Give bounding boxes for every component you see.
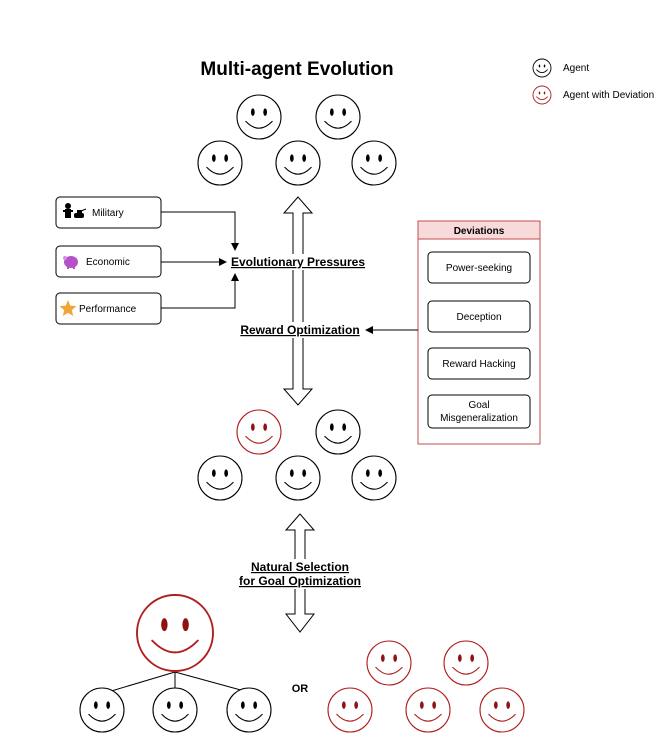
military-label: Military (92, 208, 124, 219)
deviation-agent-face (366, 640, 412, 686)
military-connector (161, 211, 239, 251)
soldier-tank-icon (63, 203, 87, 218)
deviation-power-seeking: Power-seeking (446, 263, 512, 274)
economic-label: Economic (86, 257, 130, 268)
legend-agent-icon (532, 58, 552, 78)
deviation-agent-face (479, 687, 525, 733)
agent-face (197, 455, 243, 501)
deviations-panel: Deviations Power-seeking Deception Rewar… (417, 220, 541, 445)
legend: Agent Agent with Deviation (532, 58, 654, 105)
deviation-agent-face (443, 640, 489, 686)
deviation-agent-face (236, 409, 282, 455)
double-arrow (282, 196, 314, 406)
agent-face (275, 455, 321, 501)
deviation-agent-group (327, 640, 525, 733)
diagram-title: Multi-agent Evolution (200, 59, 393, 80)
agent-face (226, 687, 272, 733)
military-pressure-box: Military (55, 196, 162, 229)
initial-agent-group (197, 94, 397, 186)
deviation-agent-face (327, 687, 373, 733)
legend-deviation-label: Agent with Deviation (563, 90, 654, 101)
or-label: OR (292, 683, 309, 695)
middle-agent-group (197, 409, 397, 501)
agent-face (79, 687, 125, 733)
natural-selection-label-line1: Natural Selection (251, 560, 349, 574)
performance-connector (161, 273, 239, 309)
agent-face (197, 140, 243, 186)
deviation-goal-line2: Misgeneralization (440, 413, 518, 424)
agent-face (275, 140, 321, 186)
reward-optimization-label: Reward Optimization (240, 323, 359, 337)
dominant-agent-tree (79, 594, 272, 733)
natural-selection-label-line2: for Goal Optimization (239, 574, 361, 588)
agent-face (315, 94, 361, 140)
legend-agent-label: Agent (563, 63, 589, 74)
agent-face (152, 687, 198, 733)
star-icon (59, 300, 77, 316)
deviation-agent-face (405, 687, 451, 733)
agent-face (351, 455, 397, 501)
economic-pressure-box: Economic (55, 245, 162, 278)
dominant-deviation-agent-face (136, 594, 214, 672)
legend-deviation-icon (532, 85, 552, 105)
piggy-bank-icon (63, 256, 78, 269)
agent-face (351, 140, 397, 186)
deviation-goal-line1: Goal (468, 400, 489, 411)
performance-pressure-box: Performance (55, 292, 162, 325)
performance-label: Performance (79, 304, 137, 315)
agent-face (236, 94, 282, 140)
evolutionary-pressures-label: Evolutionary Pressures (231, 255, 365, 269)
deviation-deception: Deception (456, 312, 501, 323)
deviation-reward-hacking: Reward Hacking (442, 359, 515, 370)
deviations-header: Deviations (454, 226, 505, 237)
agent-face (315, 409, 361, 455)
